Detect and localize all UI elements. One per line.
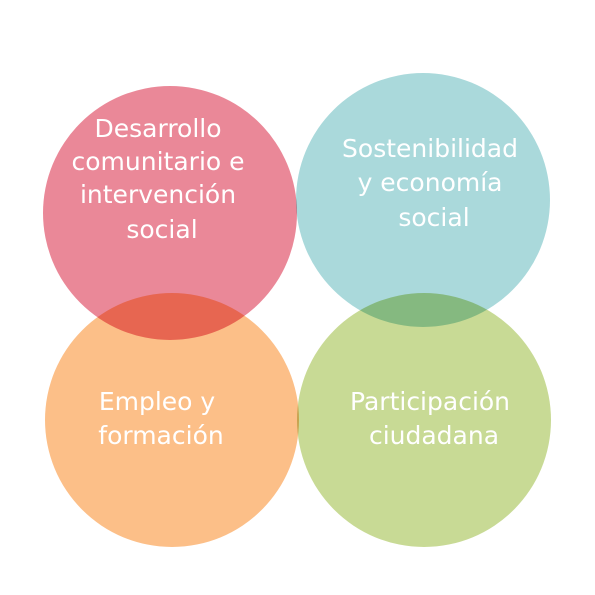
label-desarrollo: Desarrollo comunitario e intervención so… [72, 114, 253, 244]
circle-desarrollo [43, 86, 297, 340]
label-empleo-line-2: formación [98, 421, 223, 450]
label-participacion-line-2: ciudadana [369, 421, 499, 450]
label-desarrollo-line-1: Desarrollo [95, 114, 222, 143]
label-participacion-line-1: Participación [350, 387, 510, 416]
label-empleo-line-1: Empleo y [99, 387, 216, 416]
label-empleo: Empleo y formación [98, 387, 223, 450]
circle-participacion [297, 293, 551, 547]
label-participacion: Participación ciudadana [350, 387, 518, 450]
label-sostenibilidad: Sostenibilidad y economía social [342, 134, 526, 232]
circle-sostenibilidad [296, 73, 550, 327]
label-desarrollo-line-4: social [126, 215, 197, 244]
label-desarrollo-line-3: intervención [80, 180, 236, 209]
label-sostenibilidad-line-2: y economía [358, 168, 503, 197]
circles-layer [43, 73, 551, 547]
label-desarrollo-line-2: comunitario e [72, 147, 245, 176]
label-sostenibilidad-line-1: Sostenibilidad [342, 134, 518, 163]
circle-empleo [45, 293, 299, 547]
labels-layer: Desarrollo comunitario e intervención so… [72, 114, 526, 450]
label-sostenibilidad-line-3: social [398, 203, 469, 232]
